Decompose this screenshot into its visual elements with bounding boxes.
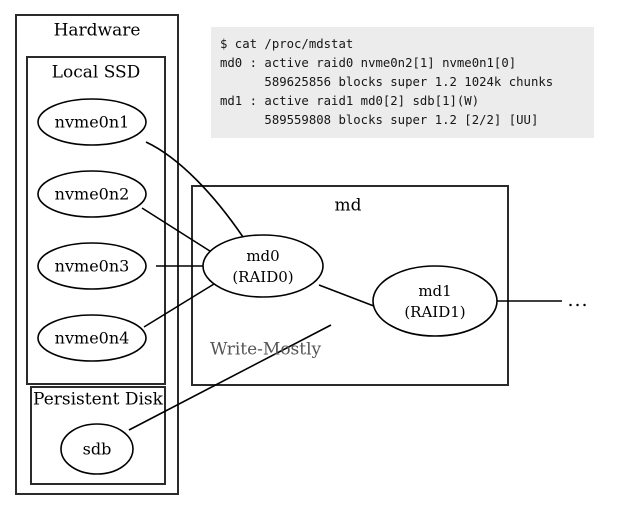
cluster-persistent-disk-label: Persistent Disk (33, 390, 164, 410)
cluster-hardware-box (15, 14, 179, 495)
node-md0[interactable] (202, 234, 324, 298)
node-nvme0n1-label: nvme0n1 (55, 113, 130, 132)
node-nvme0n4-label: nvme0n4 (55, 329, 130, 348)
node-sdb-label: sdb (83, 440, 112, 459)
node-nvme0n2-label: nvme0n2 (55, 185, 130, 204)
cluster-local-ssd-label: Local SSD (52, 63, 141, 83)
edge-nvme0n1-md0 (145, 141, 244, 238)
node-md1-label-primary: md1 (418, 282, 451, 300)
node-nvme0n3-label: nvme0n3 (55, 257, 130, 276)
node-nvme0n3[interactable] (37, 242, 147, 290)
cluster-persistent-disk-box (30, 386, 166, 485)
cluster-md-box (191, 185, 509, 386)
node-sdb[interactable] (60, 423, 134, 475)
node-nvme0n2[interactable] (37, 170, 147, 218)
node-md1[interactable] (372, 265, 498, 337)
node-md0-label-primary: md0 (246, 247, 279, 265)
edge-sdb-md1 (128, 324, 332, 431)
node-nvme0n4[interactable] (37, 314, 147, 362)
node-md1-label-secondary: (RAID1) (404, 303, 465, 321)
mdstat-terminal-text: $ cat /proc/mdstat md0 : active raid0 nv… (220, 37, 554, 127)
cluster-md-label: md (334, 196, 361, 216)
edge-nvme0n2-md0 (141, 207, 214, 254)
write-mostly-annotation: Write-Mostly (210, 340, 322, 360)
node-nvme0n1[interactable] (37, 98, 147, 146)
downstream-ellipsis: ... (567, 289, 588, 311)
cluster-hardware-label: Hardware (54, 21, 141, 41)
edge-md0-md1 (318, 284, 380, 309)
edge-nvme0n4-md0 (143, 283, 215, 328)
mdstat-terminal-output: $ cat /proc/mdstat md0 : active raid0 nv… (211, 27, 594, 138)
cluster-local-ssd-box (26, 56, 166, 385)
node-md0-label-secondary: (RAID0) (232, 268, 293, 286)
